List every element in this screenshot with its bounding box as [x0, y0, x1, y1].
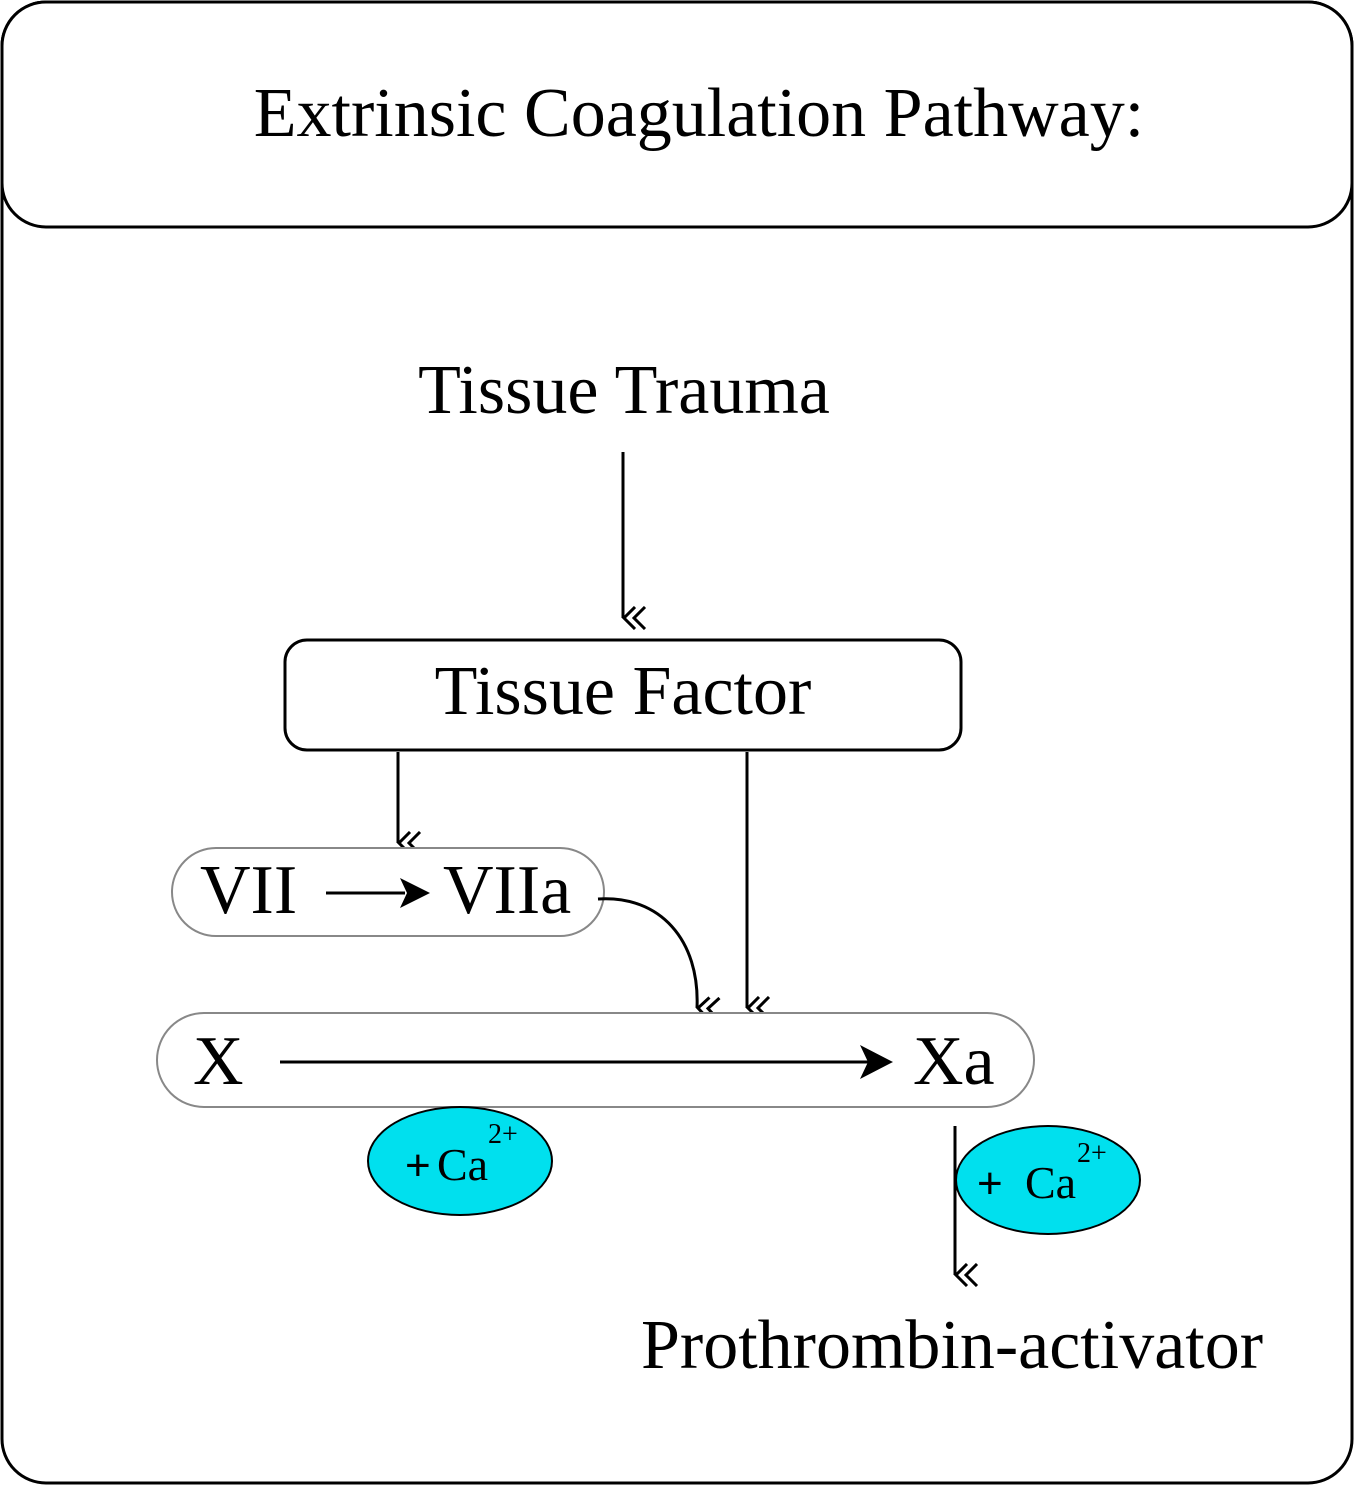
calcium-plus: + — [977, 1159, 1003, 1208]
calcium-charge: 2+ — [1077, 1138, 1107, 1169]
header-box — [0, 0, 1354, 229]
calcium-charge: 2+ — [488, 1119, 518, 1150]
calcium-symbol: Ca — [1025, 1157, 1076, 1208]
calcium-cofactor-2: + Ca 2+ — [955, 1125, 1141, 1235]
calcium-ellipse — [367, 1106, 553, 1216]
viia-to-x-arrow — [597, 897, 697, 1008]
tissue-factor-label: Tissue Factor — [435, 653, 812, 730]
x-activation-pill — [156, 1012, 1035, 1108]
prothrombin-activator-label: Prothrombin-activator — [641, 1307, 1263, 1384]
diagram-title: Extrinsic Coagulation Pathway: — [254, 75, 1144, 152]
calcium-symbol: Ca — [437, 1139, 488, 1190]
x-label: X — [193, 1023, 244, 1100]
vii-label: VII — [200, 852, 297, 929]
xa-label: Xa — [913, 1023, 995, 1100]
x-to-xa-arrowhead — [860, 1045, 893, 1079]
viia-label: VIIa — [443, 852, 571, 929]
calcium-ellipse — [955, 1125, 1141, 1235]
tissue-factor-box — [283, 638, 963, 752]
calcium-plus: + — [405, 1141, 431, 1190]
vii-to-viia-arrowhead — [400, 878, 430, 908]
calcium-cofactor-1: + Ca 2+ — [367, 1106, 553, 1216]
tissue-trauma-label: Tissue Trauma — [418, 352, 830, 429]
